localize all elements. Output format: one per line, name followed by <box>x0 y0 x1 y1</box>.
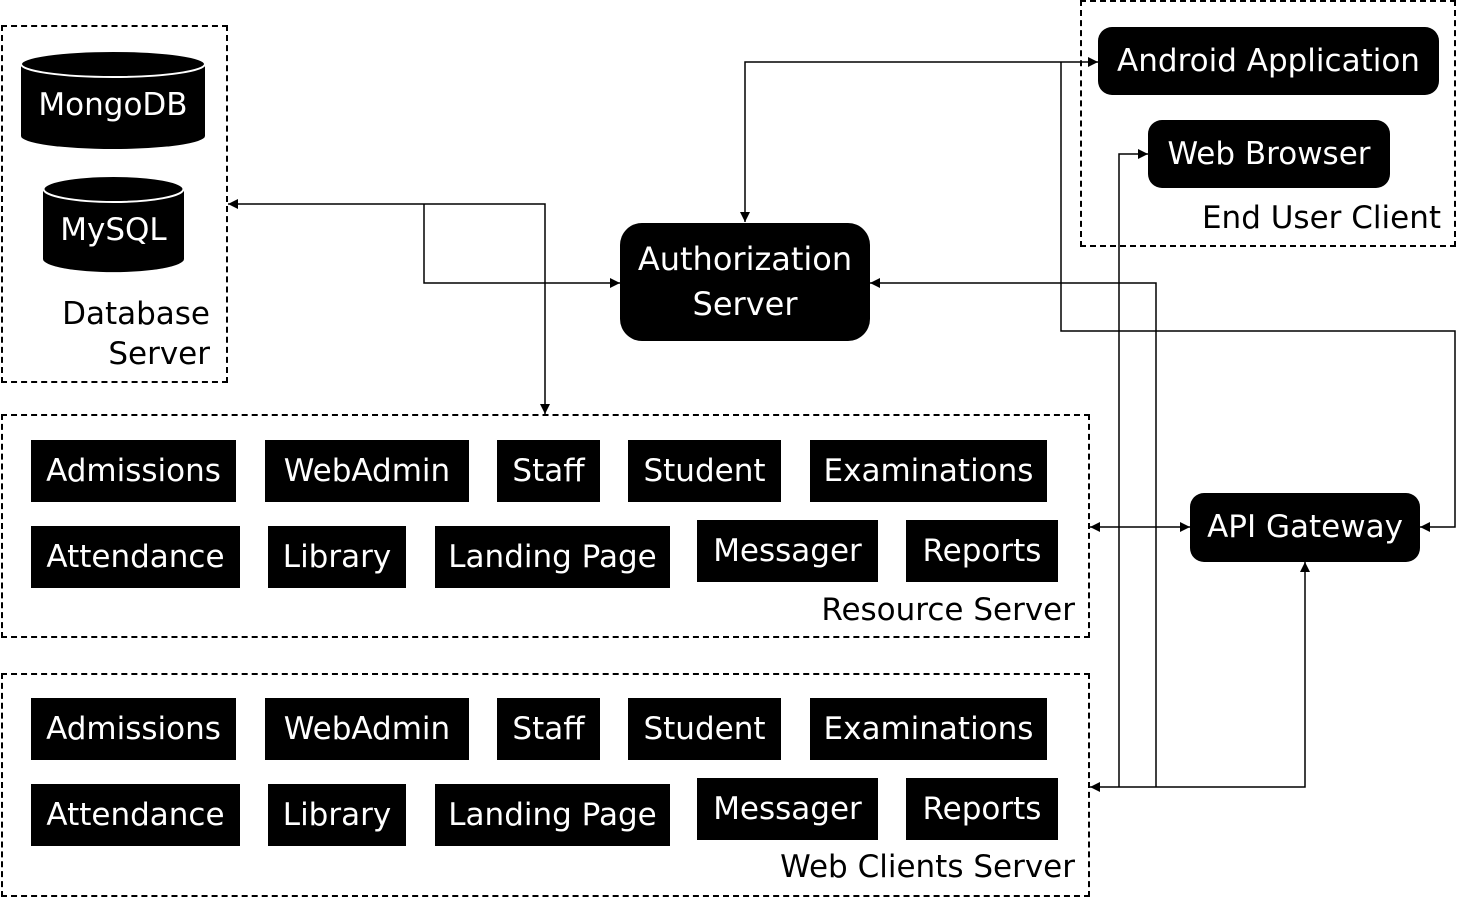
mysql-label: MySQL <box>60 212 167 248</box>
resource-module: Library <box>268 526 406 588</box>
resource-server-group <box>1 414 1090 638</box>
resource-module: Staff <box>497 440 600 502</box>
web-browser: Web Browser <box>1148 120 1390 188</box>
web-client-module: Reports <box>906 778 1058 840</box>
db-auth-connector <box>423 204 620 288</box>
database-server-group <box>1 25 228 383</box>
authorization-server-line1: Authorization <box>637 240 853 278</box>
web-client-module: Admissions <box>31 698 236 760</box>
web-clients-server-group <box>1 673 1090 897</box>
web-client-module: Attendance <box>31 784 240 846</box>
web-client-module: Messager <box>697 778 878 840</box>
android-application: Android Application <box>1098 27 1439 95</box>
web-clients-server-label: Web Clients Server <box>780 849 1075 885</box>
web-client-module: Examinations <box>810 698 1047 760</box>
resource-module: Student <box>628 440 781 502</box>
web-client-module: Library <box>268 784 406 846</box>
end-user-client-label: End User Client <box>1201 200 1441 236</box>
database-icon <box>42 175 185 273</box>
end-user-client-group <box>1080 0 1456 247</box>
database-server-label-line1: Database <box>62 296 210 332</box>
resource-module: Messager <box>697 520 878 582</box>
authorization-server-line2: Server <box>692 285 798 323</box>
database-server-label: Database Server <box>62 294 210 374</box>
db-resource-connector <box>228 199 550 414</box>
database-icon <box>20 50 206 149</box>
resource-server-label: Resource Server <box>821 592 1075 628</box>
mongodb-database: MongoDB <box>20 50 206 150</box>
resource-module: WebAdmin <box>265 440 469 502</box>
resource-module: Landing Page <box>435 526 670 588</box>
resource-module: Attendance <box>31 526 240 588</box>
resource-module: Reports <box>906 520 1058 582</box>
web-client-module: Staff <box>497 698 600 760</box>
api-gateway: API Gateway <box>1190 493 1420 562</box>
database-server-label-line2: Server <box>108 336 210 372</box>
auth-android-connector <box>740 57 1098 222</box>
authorization-server: Authorization Server <box>620 223 870 341</box>
mysql-database: MySQL <box>42 175 185 273</box>
web-client-module: Landing Page <box>435 784 670 846</box>
mongodb-label: MongoDB <box>38 87 188 123</box>
gateway-webclients-connector <box>1090 562 1310 792</box>
resource-module: Admissions <box>31 440 236 502</box>
browser-webclients-connector <box>1118 149 1148 787</box>
web-client-module: WebAdmin <box>265 698 469 760</box>
web-client-module: Student <box>628 698 781 760</box>
resource-module: Examinations <box>810 440 1047 502</box>
